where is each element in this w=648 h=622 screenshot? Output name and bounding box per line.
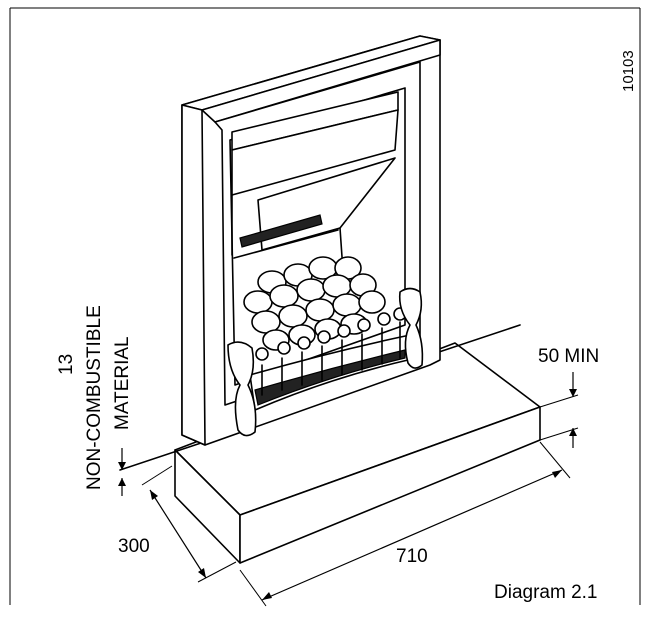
thickness-label: 13	[56, 354, 77, 375]
thickness-dimension	[118, 448, 126, 496]
diagram-caption: Diagram 2.1	[494, 582, 598, 603]
page-border	[9, 7, 641, 605]
width-dimension	[239, 441, 571, 607]
depth-dimension	[141, 465, 237, 583]
wall-line	[119, 324, 521, 471]
height-dimension	[539, 372, 579, 448]
width-label: 710	[396, 546, 428, 567]
fire-canopy	[231, 91, 399, 301]
ref-number: 10103	[620, 50, 637, 92]
fire-fret	[227, 287, 424, 437]
material-label-line1: NON-COMBUSTIBLE	[84, 305, 105, 490]
depth-label: 300	[118, 536, 150, 557]
coal-bed	[243, 256, 386, 351]
material-label-line2: MATERIAL	[112, 336, 133, 430]
height-min-label: 50 MIN	[538, 346, 599, 367]
